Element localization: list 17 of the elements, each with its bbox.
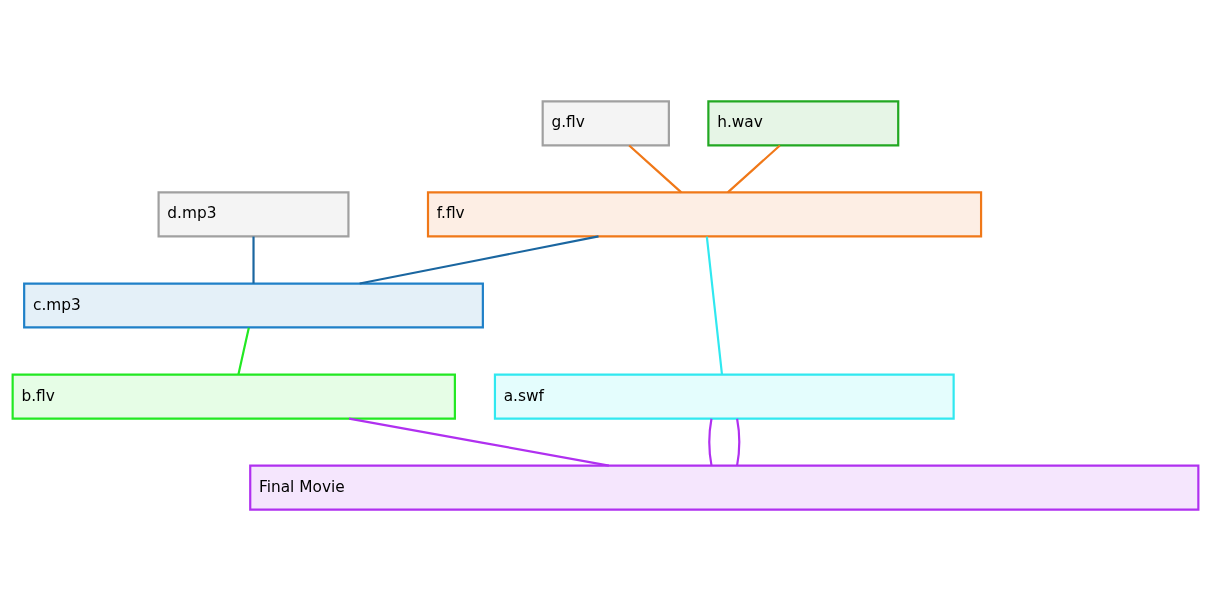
node-box: g.flv <box>541 100 670 147</box>
connector <box>736 418 741 466</box>
connector <box>348 417 610 467</box>
connector <box>237 327 250 375</box>
node-box: a.swf <box>493 373 955 420</box>
connector <box>628 144 683 194</box>
node-box: f.flv <box>426 191 983 238</box>
connector <box>727 144 781 194</box>
node-box: b.flv <box>11 373 456 420</box>
connector <box>252 236 255 284</box>
connector <box>359 235 599 285</box>
node-box: h.wav <box>707 100 900 147</box>
node-box: Final Movie <box>249 464 1200 511</box>
node-box: c.mp3 <box>23 282 484 329</box>
connector <box>708 418 713 466</box>
node-box: d.mp3 <box>157 191 350 238</box>
connector <box>705 236 724 375</box>
